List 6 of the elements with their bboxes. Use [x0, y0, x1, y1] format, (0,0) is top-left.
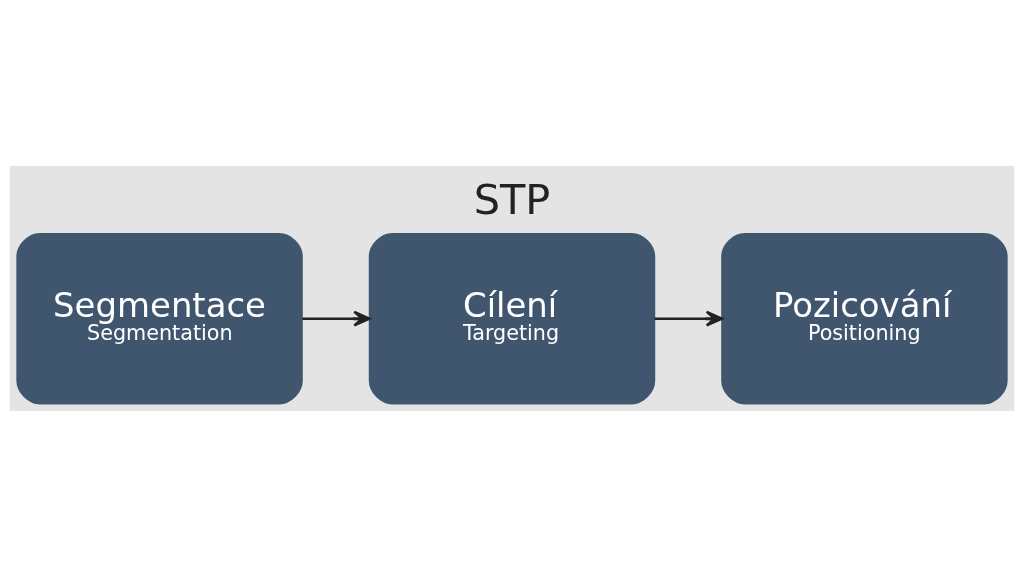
node-box: Cílení Targeting [368, 232, 656, 404]
node-box: Segmentace Segmentation [16, 232, 303, 404]
diagram-title: STP [473, 175, 551, 224]
arrow [302, 310, 371, 327]
arrow [654, 310, 723, 327]
node-box: Pozicování Positioning [721, 232, 1008, 404]
